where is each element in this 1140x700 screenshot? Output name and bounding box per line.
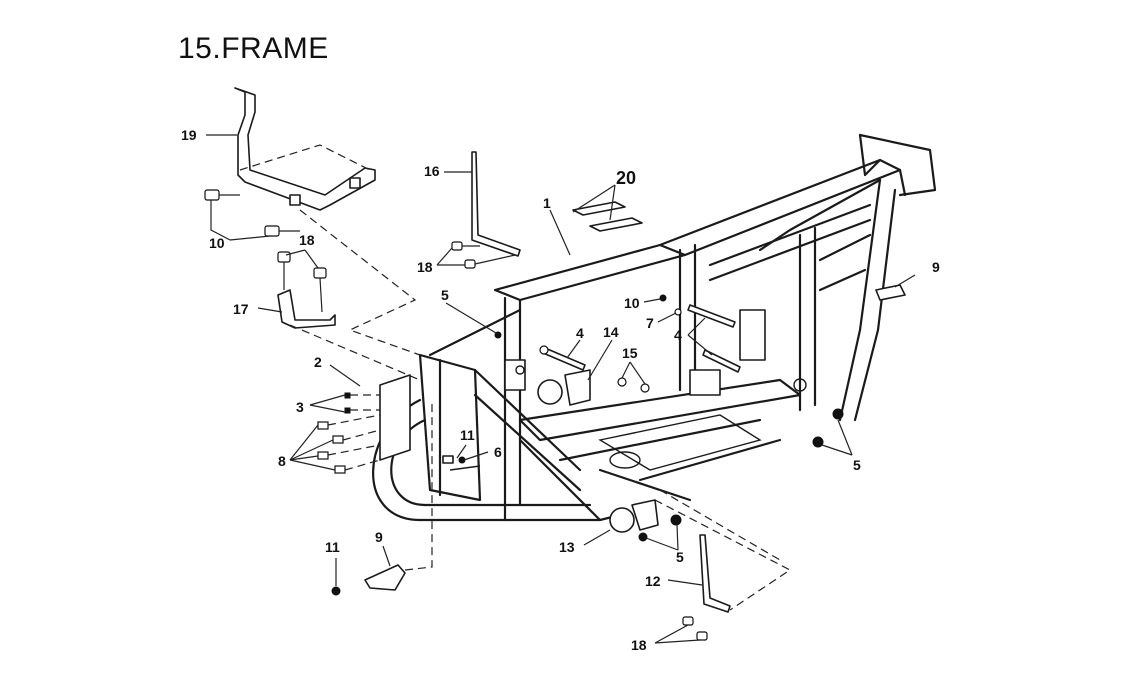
callout-1: 1 — [543, 195, 551, 211]
callout-17: 17 — [233, 301, 249, 317]
bracket-17 — [277, 251, 336, 329]
callout-18-middle: 18 — [417, 259, 433, 275]
callout-20: 20 — [616, 168, 636, 188]
pads-20 — [572, 201, 643, 232]
leader-lines — [206, 134, 916, 644]
callout-19: 19 — [181, 127, 197, 143]
callout-16: 16 — [424, 163, 440, 179]
small-parts — [442, 294, 682, 471]
callout-10-right: 10 — [624, 295, 640, 311]
rod-16 — [451, 151, 521, 269]
callout-13: 14 — [603, 324, 619, 340]
rod-15 — [682, 534, 731, 641]
callout-11-lower: 11 — [325, 539, 340, 555]
callout-3: 3 — [296, 399, 304, 415]
main-frame — [372, 133, 937, 522]
callout-9-right: 7 — [646, 315, 654, 331]
callout-5-right: 5 — [853, 457, 861, 473]
part-8 — [875, 284, 906, 301]
bolts-4 — [539, 304, 741, 373]
mount-13 — [537, 369, 591, 406]
bolts-11-upper — [204, 189, 300, 237]
callout-4-left: 4 — [576, 325, 584, 341]
mount-12 — [609, 499, 659, 533]
callout-labels: 19 10 18 17 2 3 8 16 18 20 1 9 5 4 14 15… — [181, 127, 940, 653]
callout-5-bottom: 5 — [676, 549, 684, 565]
plate-2 — [317, 374, 411, 474]
callout-18-lower: 18 — [631, 637, 647, 653]
bracket-6 — [331, 564, 406, 596]
callout-11-upper: 10 — [209, 235, 225, 251]
callout-15: 12 — [645, 573, 661, 589]
callout-14: 15 — [622, 345, 638, 361]
callout-4-right: 4 — [674, 327, 682, 343]
callout-9-left: 6 — [494, 444, 502, 460]
diagram-title: 15.FRAME — [178, 32, 329, 65]
callout-7: 8 — [278, 453, 286, 469]
callout-10-left: 11 — [460, 427, 475, 443]
callout-6: 9 — [375, 529, 383, 545]
bracket-19 — [234, 87, 376, 211]
callout-5-left: 5 — [441, 287, 449, 303]
callout-18-upper: 18 — [299, 232, 315, 248]
callout-8: 9 — [932, 259, 940, 275]
callout-2: 2 — [314, 354, 322, 370]
callout-12: 13 — [559, 539, 575, 555]
nuts-5 — [494, 331, 844, 542]
